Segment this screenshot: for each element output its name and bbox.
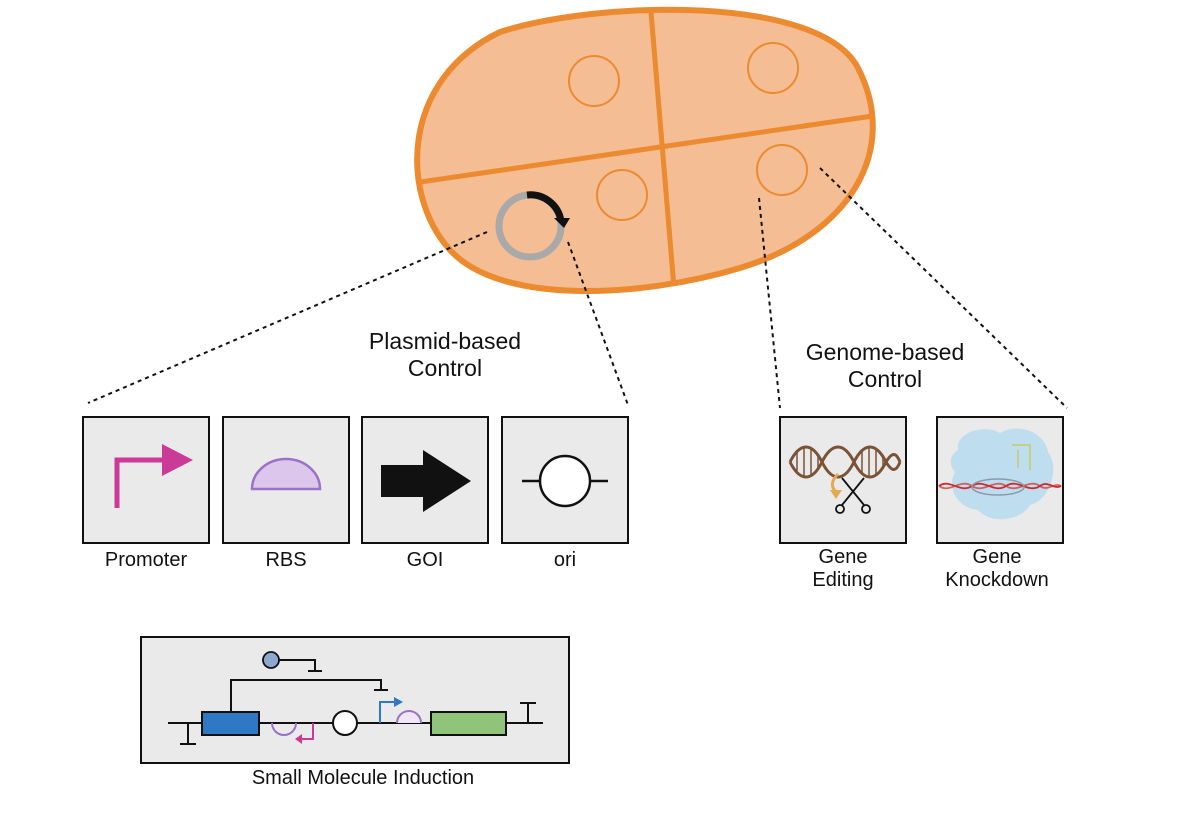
plasmid-part-label: GOI [407, 549, 444, 571]
nucleoid-circle [747, 42, 799, 94]
reverse-promoter-icon [295, 723, 314, 744]
plasmid-part-label: ori [554, 549, 576, 571]
plasmid-control-title-line1: Plasmid-based [369, 328, 521, 354]
plasmid-part-goi: GOI [361, 416, 489, 571]
promoter-arrow-icon [114, 444, 193, 508]
inducer-molecule [262, 651, 322, 672]
rbs-icon [271, 722, 297, 736]
rbs-icon [396, 710, 422, 724]
repression-edge [230, 679, 388, 712]
plasmid-part-rbs: RBS [222, 416, 350, 571]
nucleoid-circle [596, 169, 648, 221]
connector-lines [87, 167, 1068, 409]
plasmid-control-title-line2: Control [408, 355, 482, 381]
plasmid-icon [495, 191, 570, 261]
nucleoid-circle [568, 55, 620, 107]
rbs-semicircle-icon [250, 457, 322, 491]
bacterial-cell [414, 6, 876, 294]
genome-method-label-line1: Gene [973, 546, 1022, 568]
repressor-gene [201, 711, 260, 736]
origin-circle-icon [522, 454, 608, 508]
gene-arrow-icon [381, 450, 471, 512]
terminator-icon [520, 702, 536, 723]
genome-method-editing: Gene Editing [779, 416, 907, 591]
dcas-complex-icon [938, 428, 1062, 520]
genome-method-label-line1: Gene [819, 546, 868, 568]
dna-scissors-icon [788, 445, 902, 514]
plasmid-part-promoter: Promoter [82, 416, 210, 571]
target-gene [430, 711, 507, 736]
genome-method-label-line2: Knockdown [945, 569, 1048, 591]
inducible-promoter-icon [379, 697, 403, 723]
induction-circuit-panel [140, 636, 570, 764]
induction-circuit-label: Small Molecule Induction [252, 767, 474, 789]
genome-method-label-line2: Editing [812, 569, 873, 591]
terminator-icon [180, 723, 196, 745]
plasmid-part-label: RBS [265, 549, 306, 571]
nucleoid-circle [756, 144, 808, 196]
cell-division-lines [417, 9, 873, 292]
genome-control-title-line2: Control [848, 366, 922, 392]
origin-icon [332, 710, 358, 736]
genome-method-knockdown: Gene Knockdown [936, 416, 1064, 591]
genome-control-title-line1: Genome-based [806, 339, 965, 365]
plasmid-part-ori: ori [501, 416, 629, 571]
cell-outline [414, 6, 876, 294]
plasmid-part-label: Promoter [105, 549, 188, 571]
